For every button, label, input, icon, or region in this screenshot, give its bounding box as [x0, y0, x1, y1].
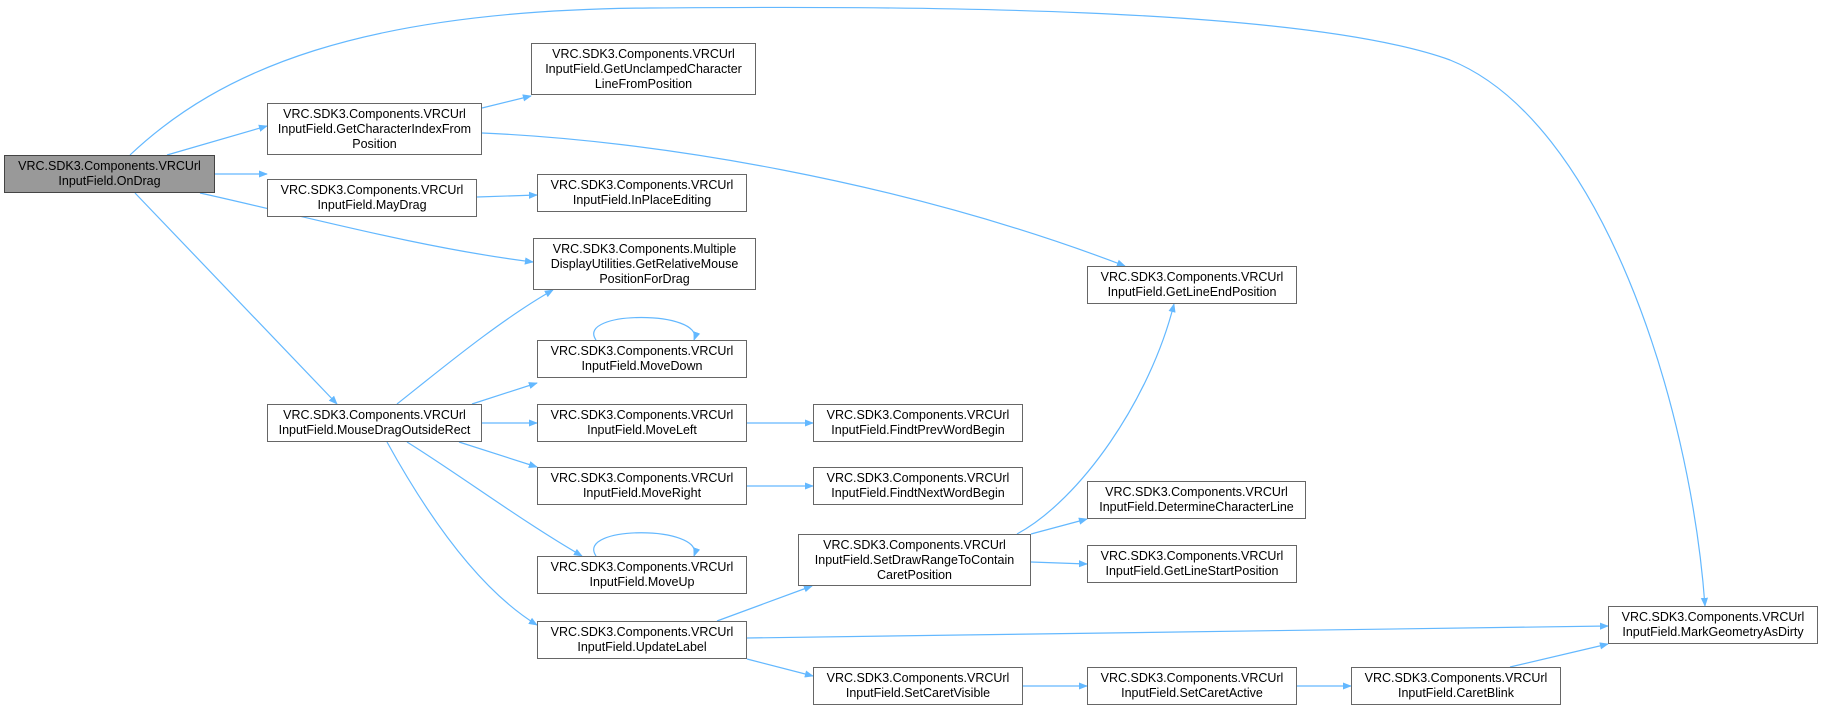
node-label-line: VRC.SDK3.Components.VRCUrl	[826, 408, 1010, 422]
node-label-line: InputField.GetUnclampedCharacter	[545, 61, 742, 76]
call-edge-maydrag-to-inplace	[476, 191, 538, 199]
node-label-line: VRC.SDK3.Components.VRCUrl	[552, 46, 735, 61]
node-label-line: InputField.FindtNextWordBegin	[831, 486, 1005, 500]
node-label-line: VRC.SDK3.Components.VRCUrl	[550, 471, 734, 485]
call-edge-updatelabel-to-markgeom	[746, 622, 1609, 639]
call-edge-caretblink-to-markgeom	[1509, 642, 1609, 668]
node-label-line: VRC.SDK3.Components.VRCUrl	[826, 471, 1010, 485]
node-label-line: InputField.UpdateLabel	[577, 640, 707, 654]
node-label-line: InputField.SetDrawRangeToContain	[814, 552, 1015, 567]
node-label-line: VRC.SDK3.Components.VRCUrl	[826, 671, 1010, 685]
node-label-line: VRC.SDK3.Components.VRCUrl	[1100, 270, 1284, 284]
call-edge-ondrag-to-markgeom	[129, 6, 1708, 607]
node-label-line: VRC.SDK3.Components.VRCUrl	[823, 537, 1006, 552]
call-edge-moveup-to-moveup	[593, 532, 701, 557]
call-edge-setdrawrange-to-getlineend	[1016, 303, 1176, 535]
node-label-line: Position	[352, 136, 397, 151]
node-label-line: VRC.SDK3.Components.VRCUrl	[550, 178, 734, 192]
node-label-line: InputField.MoveUp	[589, 575, 695, 589]
node-label-line: InputField.OnDrag	[58, 174, 161, 188]
node-label-line: PositionForDrag	[599, 271, 690, 286]
node-label-line: InputField.MoveDown	[581, 359, 703, 373]
node-label-line: InputField.SetCaretVisible	[845, 686, 991, 700]
node-label-line: VRC.SDK3.Components.VRCUrl	[1364, 671, 1548, 685]
node-label-line: DisplayUtilities.GetRelativeMouse	[550, 256, 739, 271]
call-edge-setdrawrange-to-getlinestart	[1030, 560, 1088, 568]
node-label-line: InputField.MayDrag	[317, 198, 427, 212]
node-label-line: VRC.SDK3.Components.VRCUrl	[283, 106, 466, 121]
call-edge-mousedrag-to-updatelabel	[386, 441, 538, 626]
node-label-line: VRC.SDK3.Components.VRCUrl	[550, 408, 734, 422]
call-edge-ondrag-to-mousedrag	[134, 192, 338, 405]
call-edge-getcharindex-to-getunclamped	[481, 94, 532, 109]
node-label-line: InputField.MoveRight	[582, 486, 702, 500]
node-label-line: InputField.InPlaceEditing	[572, 193, 712, 207]
call-edge-movedown-to-movedown	[593, 317, 701, 341]
call-edge-ondrag-to-getrelmouse	[199, 192, 534, 265]
node-label-line: InputField.MoveLeft	[587, 423, 697, 437]
node-label-line: InputField.GetCharacterIndexFrom	[277, 121, 472, 136]
call-edge-ondrag-to-getcharindex	[166, 124, 268, 156]
call-edge-mousedrag-to-getrelmouse	[396, 289, 554, 405]
node-label-line: CaretPosition	[876, 567, 953, 582]
node-label-line: VRC.SDK3.Components.VRCUrl	[550, 344, 734, 358]
node-label-line: InputField.GetLineEndPosition	[1107, 285, 1277, 299]
call-edge-setdrawrange-to-determine	[1030, 517, 1088, 535]
node-label-line: VRC.SDK3.Components.VRCUrl	[283, 408, 466, 422]
node-label-line: InputField.CaretBlink	[1397, 686, 1515, 700]
node-label-line: VRC.SDK3.Components.VRCUrl	[1100, 671, 1284, 685]
call-edge-updatelabel-to-setcaretvisible	[746, 658, 814, 678]
node-label-line: LineFromPosition	[594, 76, 693, 91]
node-label-line: VRC.SDK3.Components.VRCUrl	[1105, 485, 1288, 499]
node-label-line: InputField.FindtPrevWordBegin	[831, 423, 1005, 437]
node-label-line: InputField.GetLineStartPosition	[1105, 564, 1279, 578]
node-label-line: VRC.SDK3.Components.VRCUrl	[1100, 549, 1284, 563]
call-edge-getcharindex-to-getlineend	[481, 132, 1126, 267]
call-edge-updatelabel-to-setdrawrange	[716, 585, 813, 622]
call-edge-mousedrag-to-movedown	[471, 382, 538, 405]
node-label-line: VRC.SDK3.Components.Multiple	[552, 241, 737, 256]
node-label-line: InputField.MouseDragOutsideRect	[278, 423, 471, 437]
node-label-line: InputField.DetermineCharacterLine	[1099, 500, 1294, 514]
node-label-line: InputField.SetCaretActive	[1121, 686, 1263, 700]
node-label-line: InputField.MarkGeometryAsDirty	[1622, 625, 1804, 639]
call-edge-mousedrag-to-moveright	[458, 441, 538, 468]
node-label-line: VRC.SDK3.Components.VRCUrl	[280, 183, 464, 197]
call-edge-mousedrag-to-moveup	[406, 441, 583, 557]
node-label-line: VRC.SDK3.Components.VRCUrl	[550, 625, 734, 639]
node-label-line: VRC.SDK3.Components.VRCUrl	[1621, 610, 1805, 624]
node-label-line: VRC.SDK3.Components.VRCUrl	[18, 159, 201, 173]
node-label-line: VRC.SDK3.Components.VRCUrl	[550, 560, 734, 574]
